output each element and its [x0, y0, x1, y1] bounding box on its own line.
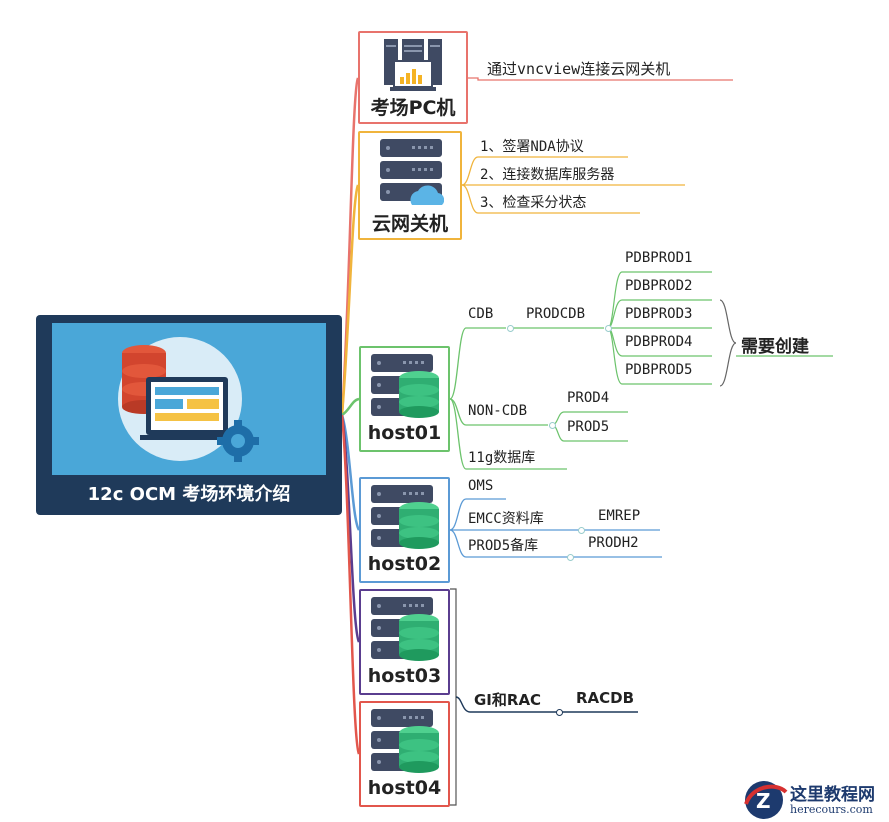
- host34-gi-rac[interactable]: GI和RAC: [474, 691, 542, 709]
- node-cloud-gateway[interactable]: 云网关机: [358, 131, 462, 240]
- branch-dot: [578, 527, 585, 534]
- node-host02[interactable]: host02: [359, 477, 450, 583]
- need-create-note[interactable]: 需要创建: [741, 337, 809, 357]
- node-host01[interactable]: host01: [359, 346, 450, 452]
- watermark-logo: Z 这里教程网 herecours.com: [742, 778, 888, 822]
- prod-item[interactable]: PROD5: [567, 419, 610, 435]
- cloud-item-nda[interactable]: 1、签署NDA协议: [480, 139, 584, 155]
- host01-prodcdb[interactable]: PRODCDB: [526, 306, 586, 322]
- database-monitor-icon: [118, 337, 259, 462]
- host02-prodh2[interactable]: PRODH2: [588, 535, 639, 551]
- server-cloud-icon: [380, 139, 444, 205]
- node-exam-pc[interactable]: 考场PC机: [358, 31, 468, 124]
- pdb-item[interactable]: PDBPROD3: [625, 306, 693, 322]
- root-illustration: [52, 323, 326, 475]
- pdb-item[interactable]: PDBPROD4: [625, 334, 693, 350]
- database-server-icon: [371, 709, 439, 773]
- root-title: 12c OCM 考场环境介绍: [87, 484, 291, 505]
- database-server-icon: [371, 354, 439, 418]
- host02-oms[interactable]: OMS: [468, 478, 494, 494]
- database-server-icon: [371, 485, 439, 549]
- node-label: host03: [367, 665, 442, 687]
- node-label: 云网关机: [371, 213, 448, 235]
- host01-noncdb[interactable]: NON-CDB: [468, 403, 528, 419]
- cloud-item-connect[interactable]: 2、连接数据库服务器: [480, 167, 615, 183]
- prod-item[interactable]: PROD4: [567, 390, 610, 406]
- watermark-title: 这里教程网: [790, 785, 875, 805]
- node-label: host02: [367, 553, 442, 575]
- host02-emcc[interactable]: EMCC资料库: [468, 511, 544, 527]
- server-chart-icon: [384, 39, 442, 91]
- branch-dot: [605, 325, 612, 332]
- pdb-item[interactable]: PDBPROD5: [625, 362, 693, 378]
- branch-dot: [556, 709, 563, 716]
- node-label: 考场PC机: [370, 97, 456, 119]
- host02-emrep[interactable]: EMREP: [598, 508, 641, 524]
- node-label: host04: [367, 777, 442, 799]
- branch-dot: [549, 422, 556, 429]
- host01-11g[interactable]: 11g数据库: [468, 450, 536, 466]
- cloud-item-check[interactable]: 3、检查采分状态: [480, 195, 587, 211]
- svg-text:Z: Z: [756, 789, 771, 813]
- branch-dot: [567, 554, 574, 561]
- node-host04[interactable]: host04: [359, 701, 450, 807]
- database-server-icon: [371, 597, 439, 661]
- host02-prod5-standby[interactable]: PROD5备库: [468, 538, 539, 554]
- host01-cdb[interactable]: CDB: [468, 306, 494, 322]
- pdb-item[interactable]: PDBPROD1: [625, 250, 693, 266]
- branch-dot: [507, 325, 514, 332]
- watermark-url: herecours.com: [790, 803, 873, 816]
- root-node[interactable]: 12c OCM 考场环境介绍: [36, 315, 342, 515]
- z-logo-icon: Z: [744, 781, 788, 819]
- pdb-item[interactable]: PDBPROD2: [625, 278, 693, 294]
- node-label: host01: [367, 422, 442, 444]
- host34-racdb[interactable]: RACDB: [576, 689, 635, 707]
- pc-item-vnc[interactable]: 通过vncview连接云网关机: [487, 60, 671, 78]
- node-host03[interactable]: host03: [359, 589, 450, 695]
